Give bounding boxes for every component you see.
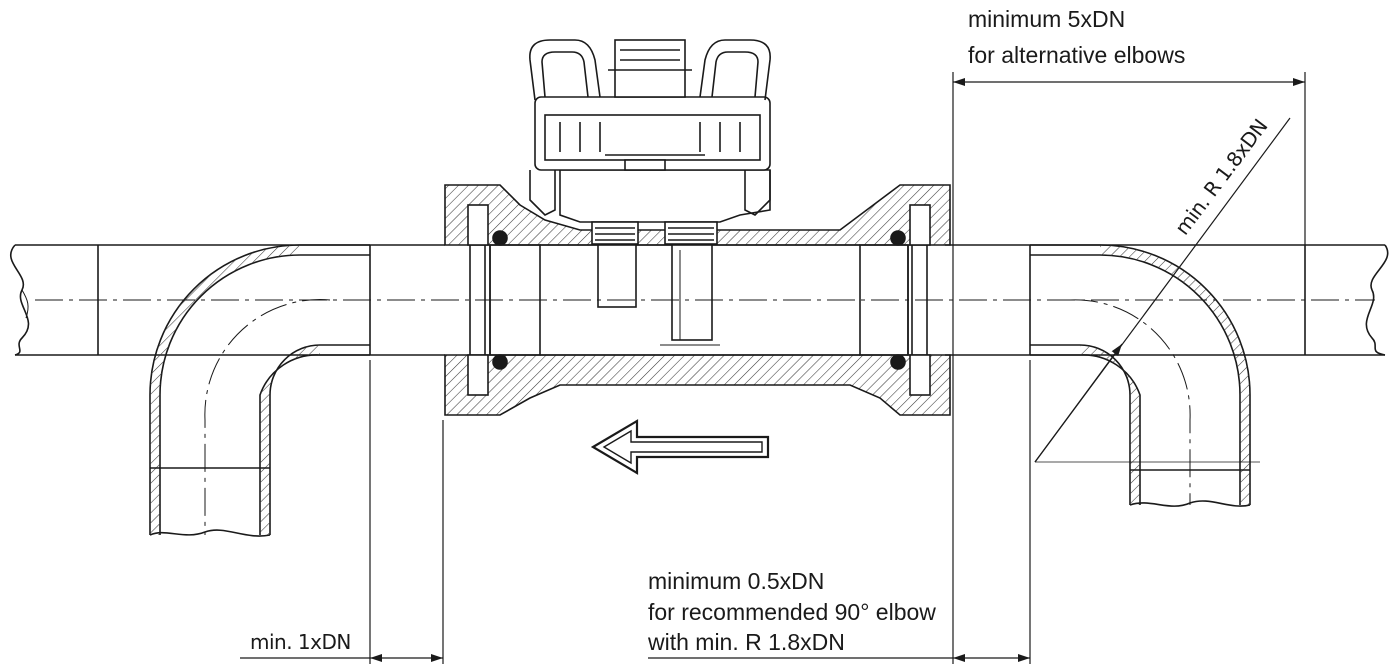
bottom-center-annotation-line3: with min. R 1.8xDN bbox=[648, 629, 845, 655]
right-elbow bbox=[1030, 244, 1251, 507]
centerlines bbox=[35, 299, 1375, 535]
top-right-annotation-line1: minimum 5xDN bbox=[968, 6, 1126, 32]
bottom-center-annotation-line1: minimum 0.5xDN bbox=[648, 568, 825, 594]
bottom-left-dimension-label: min. 1xDN bbox=[250, 630, 351, 654]
bottom-center-annotation-line2: for recommended 90° elbow bbox=[648, 599, 936, 625]
right-pipe bbox=[945, 244, 1389, 356]
left-elbow bbox=[149, 244, 370, 537]
meter-body bbox=[444, 184, 951, 416]
transmitter-head bbox=[529, 39, 771, 245]
flow-direction-arrow bbox=[590, 419, 770, 475]
top-right-annotation-line2: for alternative elbows bbox=[968, 42, 1186, 68]
dimension-lines bbox=[240, 72, 1306, 664]
